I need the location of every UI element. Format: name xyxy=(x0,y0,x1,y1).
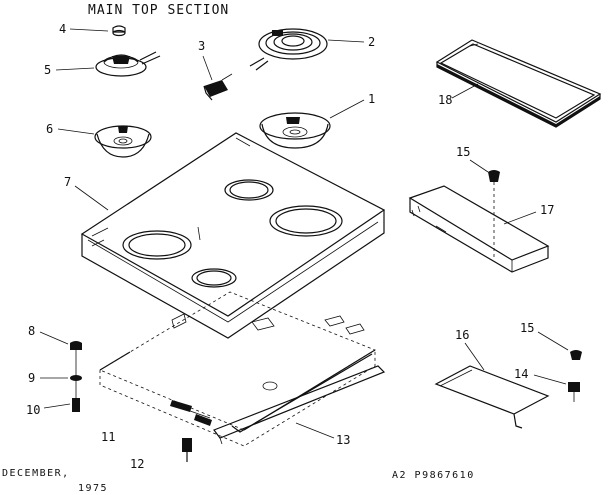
part-6-drip-bowl-small xyxy=(94,125,152,158)
leader-17 xyxy=(503,211,537,225)
leader-5 xyxy=(55,67,95,71)
part-17-rear-channel xyxy=(408,185,550,273)
callout-17: 17 xyxy=(540,203,554,217)
part-18-cover-panel xyxy=(435,39,602,128)
leader-6 xyxy=(57,128,95,135)
part-13-trim-strip xyxy=(213,365,386,445)
callout-7: 7 xyxy=(64,175,71,189)
leader-15-upper xyxy=(469,159,489,173)
part-14-nut xyxy=(568,382,580,402)
callout-3: 3 xyxy=(198,39,205,53)
callout-14: 14 xyxy=(514,367,528,381)
leader-3 xyxy=(202,55,213,81)
part-4-knob xyxy=(112,25,126,37)
leader-2 xyxy=(327,39,365,43)
callout-13: 13 xyxy=(336,433,350,447)
callout-4: 4 xyxy=(59,22,66,36)
part-3-terminal-block xyxy=(203,73,233,101)
leader-18 xyxy=(451,83,479,99)
leader-8 xyxy=(39,331,69,345)
callout-5: 5 xyxy=(44,63,51,77)
footer-date-line2: 1975 xyxy=(78,483,108,494)
leader-15-lower xyxy=(537,331,569,351)
callout-2: 2 xyxy=(368,35,375,49)
part-12-screw xyxy=(182,438,192,462)
part-7-main-top xyxy=(80,132,386,339)
leader-16 xyxy=(464,342,485,371)
part-5-receptacle xyxy=(95,51,161,77)
callout-18: 18 xyxy=(438,93,452,107)
leader-4 xyxy=(69,28,109,32)
leader-1 xyxy=(329,99,365,119)
footer-date-line1: DECEMBER, xyxy=(2,468,70,479)
part-2-surface-element-large xyxy=(249,28,328,71)
leader-7 xyxy=(74,185,109,211)
callout-10: 10 xyxy=(26,403,40,417)
part-1-drip-bowl-large xyxy=(259,112,331,149)
part-8-screw xyxy=(70,341,82,350)
diagram-title: MAIN TOP SECTION xyxy=(88,3,229,18)
callout-16: 16 xyxy=(455,328,469,342)
part-15-screw-upper xyxy=(488,170,500,182)
callout-15-lower: 15 xyxy=(520,321,534,335)
callout-8: 8 xyxy=(28,324,35,338)
callout-11: 11 xyxy=(101,430,115,444)
leader-10 xyxy=(43,403,71,409)
callout-12: 12 xyxy=(130,457,144,471)
part-10-bolt xyxy=(72,398,80,412)
leader-13 xyxy=(295,422,335,439)
part-11-support-frame xyxy=(99,291,376,447)
part-16-bracket xyxy=(434,365,550,429)
leader-14 xyxy=(533,374,567,385)
callout-6: 6 xyxy=(46,122,53,136)
part-15-screw-lower xyxy=(570,350,582,360)
callout-9: 9 xyxy=(28,371,35,385)
footer-code: A2 P9867610 xyxy=(392,470,475,481)
callout-1: 1 xyxy=(368,92,375,106)
callout-15-upper: 15 xyxy=(456,145,470,159)
